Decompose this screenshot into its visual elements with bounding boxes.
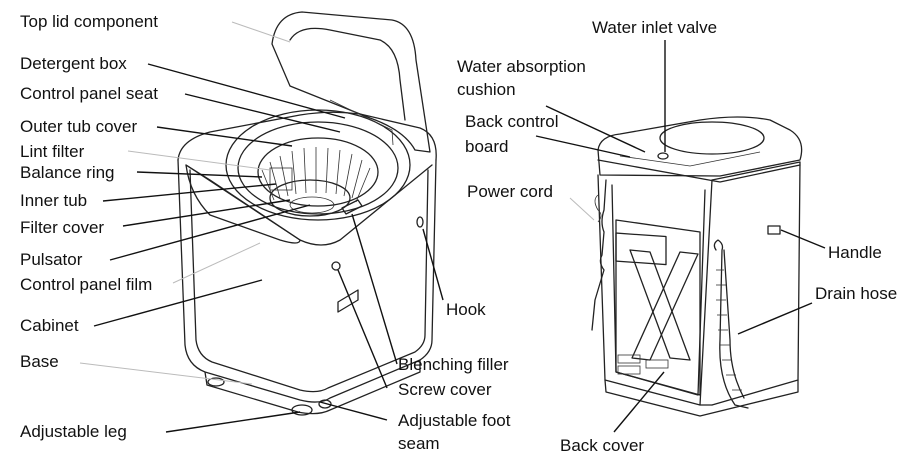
label-blenching-filler: Blenching filler xyxy=(398,355,509,374)
label-handle: Handle xyxy=(828,243,882,262)
label-base: Base xyxy=(20,352,59,371)
label-control-panel-seat: Control panel seat xyxy=(20,84,158,103)
label-back-control-board-line2: board xyxy=(465,137,509,156)
label-top-lid-component: Top lid component xyxy=(20,12,158,31)
label-cabinet: Cabinet xyxy=(20,316,79,335)
label-drain-hose: Drain hose xyxy=(815,284,898,303)
label-power-cord: Power cord xyxy=(467,182,553,201)
label-back-control-board-line1: Back control xyxy=(465,112,559,131)
front-machine-illustration xyxy=(177,11,437,416)
label-outer-tub-cover: Outer tub cover xyxy=(20,117,138,136)
label-adjustable-foot-seam-line1: Adjustable foot xyxy=(398,411,511,430)
label-pulsator: Pulsator xyxy=(20,250,83,269)
label-back-cover: Back cover xyxy=(560,436,645,455)
label-lint-filter: Lint filter xyxy=(20,142,85,161)
back-machine-illustration xyxy=(591,116,803,417)
label-control-panel-film: Control panel film xyxy=(20,275,153,294)
label-screw-cover: Screw cover xyxy=(398,380,492,399)
label-water-inlet-valve: Water inlet valve xyxy=(592,18,718,37)
label-adjustable-foot-seam-line2: seam xyxy=(398,434,440,453)
label-detergent-box: Detergent box xyxy=(20,54,127,73)
label-water-absorption-line2: cushion xyxy=(457,80,516,99)
label-water-absorption-line1: Water absorption xyxy=(457,57,586,76)
label-inner-tub: Inner tub xyxy=(20,191,88,210)
label-hook: Hook xyxy=(446,300,486,319)
leader-lines xyxy=(79,21,826,433)
label-balance-ring: Balance ring xyxy=(20,163,115,182)
label-adjustable-leg: Adjustable leg xyxy=(20,422,127,441)
label-filter-cover: Filter cover xyxy=(20,218,105,237)
